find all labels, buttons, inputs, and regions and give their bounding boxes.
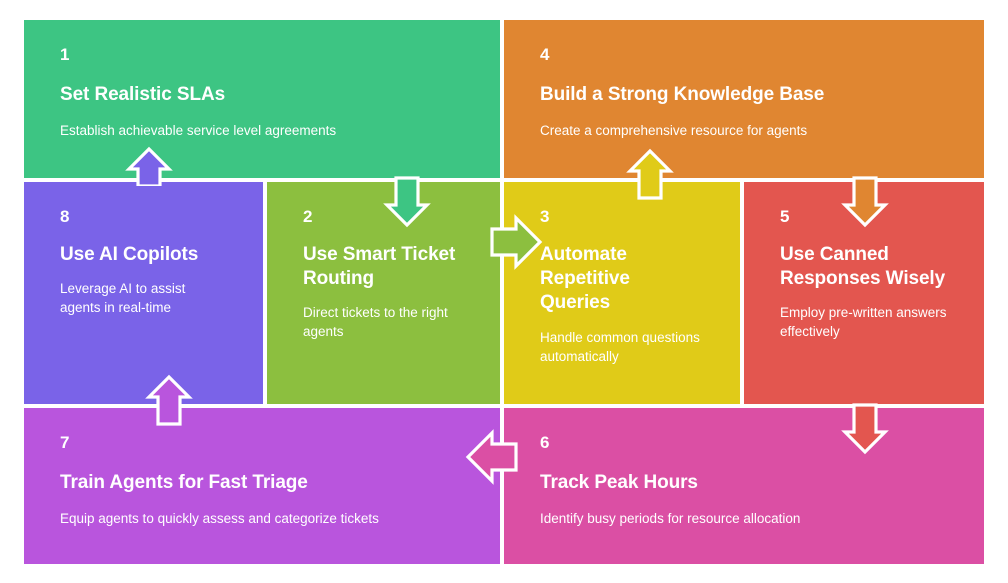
card-title: Use Smart Ticket Routing <box>303 243 456 289</box>
infographic-board: 1 Set Realistic SLAs Establish achievabl… <box>24 20 984 564</box>
card-title: Build a Strong Knowledge Base <box>540 83 825 105</box>
card-description: Identify busy periods for resource alloc… <box>540 511 801 526</box>
card-1-set-realistic-slas[interactable]: 1 Set Realistic SLAs Establish achievabl… <box>24 20 500 178</box>
card-number: 5 <box>780 207 790 226</box>
card-number: 2 <box>303 207 313 226</box>
card-8-use-ai-copilots[interactable]: 8 Use AI Copilots Leverage AI to assist … <box>24 182 263 404</box>
card-description: Leverage AI to assist agents in real-tim… <box>60 281 186 316</box>
card-number: 7 <box>60 433 70 452</box>
card-title: Set Realistic SLAs <box>60 83 226 105</box>
card-title: Use AI Copilots <box>60 243 199 265</box>
card-description: Establish achievable service level agree… <box>60 123 337 138</box>
card-number: 6 <box>540 433 550 452</box>
card-5-use-canned-responses-wisely[interactable]: 5 Use Canned Responses Wisely Employ pre… <box>744 182 984 404</box>
card-description: Create a comprehensive resource for agen… <box>540 123 808 138</box>
card-title: Track Peak Hours <box>540 471 698 493</box>
card-3-automate-repetitive-queries[interactable]: 3 Automate Repetitive Queries Handle com… <box>504 182 740 404</box>
card-title: Automate Repetitive Queries <box>540 243 630 314</box>
card-7-train-agents-for-fast-triage[interactable]: 7 Train Agents for Fast Triage Equip age… <box>24 408 500 564</box>
card-description: Employ pre-written answers effectively <box>780 305 947 340</box>
card-4-build-a-strong-knowledge-base[interactable]: 4 Build a Strong Knowledge Base Create a… <box>504 20 984 178</box>
card-title: Use Canned Responses Wisely <box>780 243 946 289</box>
card-description: Direct tickets to the right agents <box>303 305 448 340</box>
card-description: Equip agents to quickly assess and categ… <box>60 511 379 526</box>
card-title: Train Agents for Fast Triage <box>60 471 308 493</box>
card-number: 1 <box>60 45 70 64</box>
card-2-use-smart-ticket-routing[interactable]: 2 Use Smart Ticket Routing Direct ticket… <box>267 182 500 404</box>
card-6-track-peak-hours[interactable]: 6 Track Peak Hours Identify busy periods… <box>504 408 984 564</box>
card-description: Handle common questions automatically <box>540 329 700 364</box>
card-number: 8 <box>60 207 70 226</box>
card-number: 4 <box>540 45 550 64</box>
card-number: 3 <box>540 207 550 226</box>
